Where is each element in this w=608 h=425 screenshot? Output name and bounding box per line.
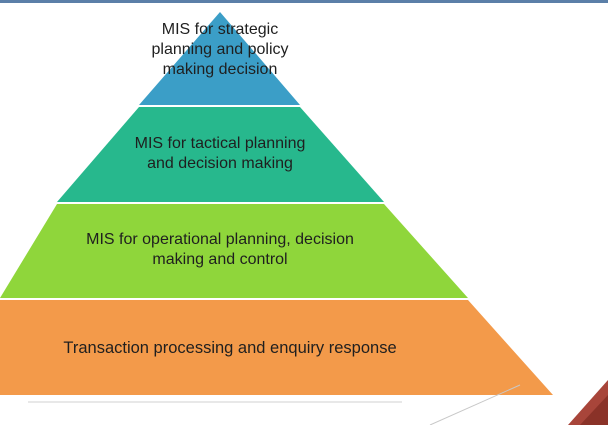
tier-2-shape [57, 107, 384, 202]
tier-2-label: MIS for tactical planning and decision m… [134, 135, 306, 172]
tier-1-shape [139, 12, 300, 105]
tier-3-label: MIS for operational planning, decision m… [86, 231, 354, 268]
top-rule [0, 0, 608, 3]
tier-4-shape [0, 300, 553, 395]
corner-shape-dark [580, 395, 608, 425]
tier-4-label: Transaction processing and enquiry respo… [63, 339, 397, 357]
corner-line [429, 384, 521, 425]
tier-3-shape [0, 204, 468, 298]
tier-1-label: MIS for strategic planning and policy ma… [151, 21, 289, 78]
